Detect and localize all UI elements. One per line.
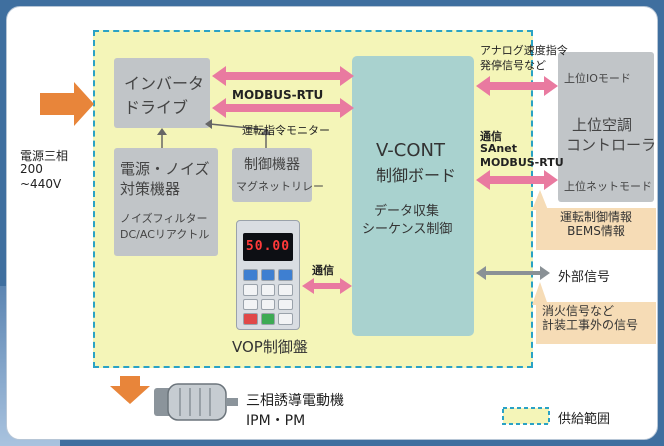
vop-vcont-arrow	[302, 278, 352, 294]
fire-line1: 消火信号など	[542, 304, 615, 318]
control-device-box: 制御機器 マグネットリレー	[232, 148, 324, 202]
inverter-vcont-arrow-upper	[212, 66, 354, 86]
motor-line1: 三相誘導電動機	[246, 393, 344, 409]
vop-comm-label: 通信	[312, 264, 334, 277]
noise-line3: ノイズフィルター	[120, 212, 208, 225]
run-info-line1: 運転制御情報	[559, 210, 632, 224]
run-cmd-monitor-label: 運転指令モニター	[242, 124, 330, 137]
inverter-line1: インバータ	[124, 74, 205, 93]
upper-controller-box: 上位IOモード 上位空調 コントローラ 上位ネットモード	[558, 52, 657, 202]
vcont-board-box: V-CONT 制御ボード データ収集 シーケンス制御	[352, 56, 474, 336]
vcont-line2: 制御ボード	[376, 166, 457, 185]
motor-down-arrow	[110, 376, 150, 404]
comm-sanet: SAnet	[480, 142, 517, 155]
modbus-rtu-label: MODBUS-RTU	[232, 88, 324, 102]
vcont-upper-io-arrow	[476, 76, 558, 96]
power-voltage-min: 200	[20, 162, 43, 176]
comm-label: 通信	[480, 130, 502, 143]
power-label: 電源三相	[20, 149, 69, 163]
vcont-line1: V-CONT	[376, 140, 445, 161]
run-info-note: 運転制御情報 BEMS情報	[536, 208, 656, 250]
comm-modbus: MODBUS-RTU	[480, 156, 564, 169]
noise-line1: 電源・ノイズ	[120, 160, 210, 178]
vcont-sequence: シーケンス制御	[362, 222, 453, 237]
upper-net-mode: 上位ネットモード	[564, 180, 652, 193]
vop-keypad	[243, 269, 293, 325]
vcont-upper-net-arrow	[476, 170, 558, 190]
legend-label: 供給範囲	[558, 412, 611, 427]
noise-line2: 対策機器	[120, 180, 181, 198]
vcont-data-collect: データ収集	[374, 204, 440, 219]
legend-swatch	[502, 407, 550, 425]
control-device-line2: マグネットリレー	[236, 180, 324, 193]
fire-line2: 計装工事外の信号	[542, 318, 639, 332]
motor-line2: IPM・PM	[246, 413, 306, 429]
analog-line1: アナログ速度指令	[480, 44, 568, 57]
inverter-drive-box: インバータ ドライブ	[114, 58, 210, 128]
noise-countermeasure-box: 電源・ノイズ 対策機器 ノイズフィルター DC/ACリアクトル	[114, 148, 218, 256]
run-info-line2: BEMS情報	[567, 224, 625, 238]
inverter-vcont-arrow-lower	[212, 98, 354, 118]
vop-title: VOP制御盤	[232, 338, 308, 356]
analog-line2: 発停信号など	[480, 59, 546, 72]
upper-hvac-line1: 上位空調	[572, 116, 633, 134]
vop-panel: 50.00	[236, 220, 300, 330]
vop-display-value: 50.00	[245, 239, 291, 254]
vop-screen	[243, 233, 293, 261]
motor-icon	[154, 383, 238, 421]
fire-signal-note: 消火信号など 計装工事外の信号	[536, 302, 656, 344]
noise-line4: DC/ACリアクトル	[120, 228, 210, 241]
power-voltage-max: ~440V	[20, 177, 62, 191]
inverter-line2: ドライブ	[124, 98, 189, 117]
control-device-line1: 制御機器	[244, 157, 300, 173]
external-signal-arrow	[476, 266, 550, 280]
power-input-arrow	[40, 82, 94, 126]
upper-io-mode: 上位IOモード	[564, 72, 631, 85]
upper-hvac-line2: コントローラ	[566, 136, 657, 154]
external-signal-label: 外部信号	[558, 270, 611, 285]
